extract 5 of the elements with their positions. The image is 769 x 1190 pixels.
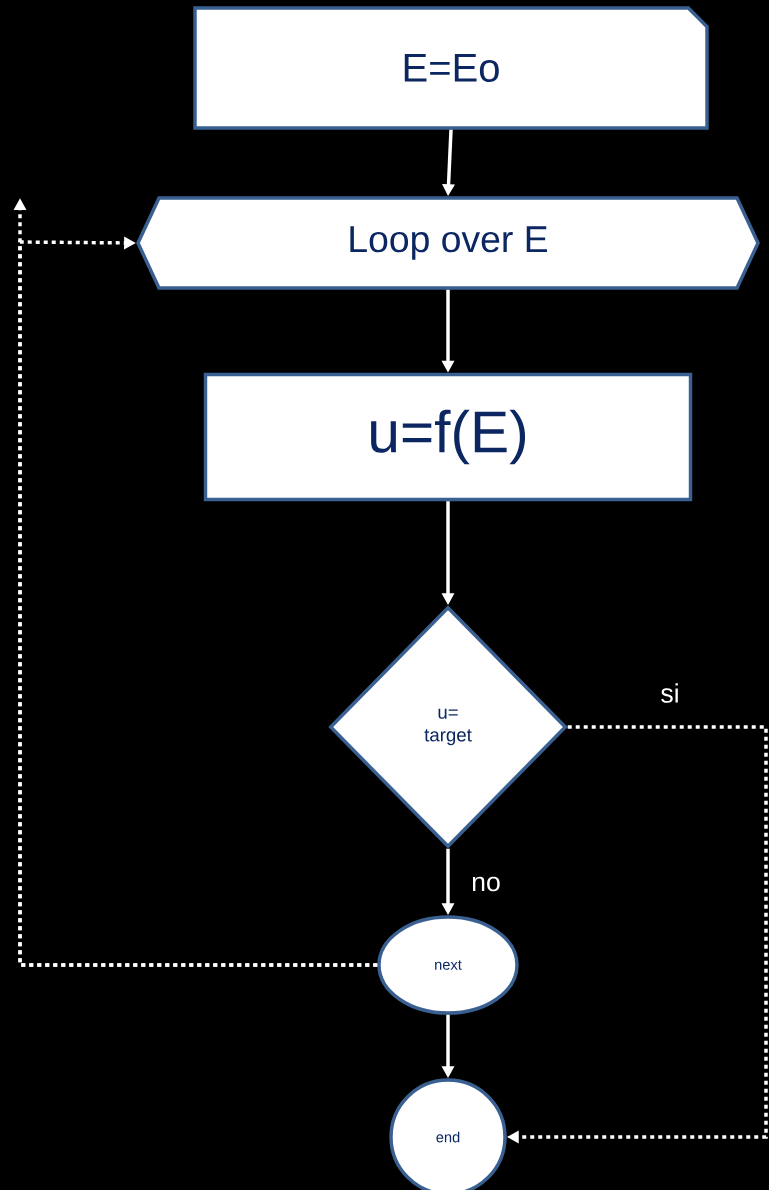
- edge-label: si: [659, 681, 681, 705]
- start-box: E=Eo: [193, 6, 709, 130]
- edge-label: no: [469, 875, 503, 893]
- process-box: u=f(E): [203, 372, 693, 502]
- loop-hexagon: Loop over E: [136, 196, 760, 290]
